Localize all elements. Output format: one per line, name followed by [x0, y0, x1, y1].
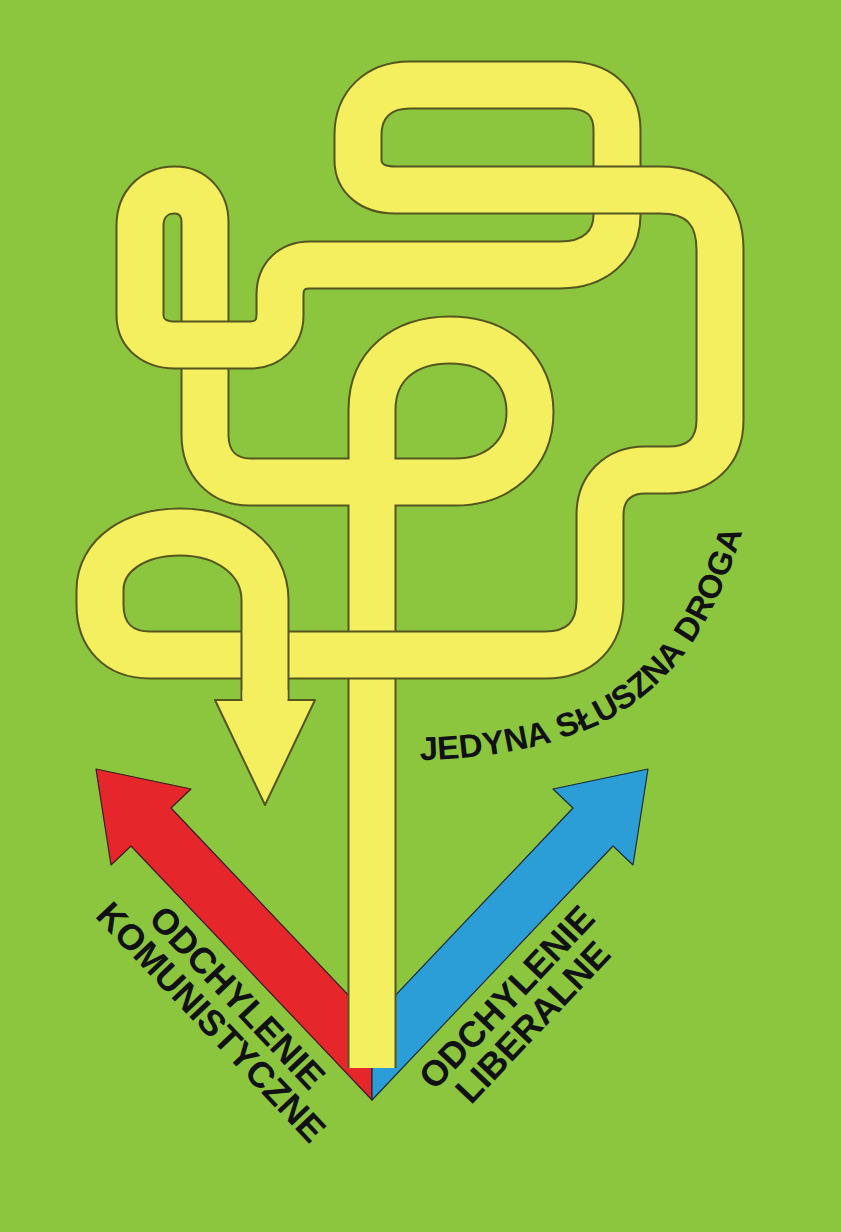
- band-outline: [100, 190, 720, 655]
- band-fill: [140, 85, 617, 345]
- road-caption: JEDYNA SŁUSZNA DROGA: [419, 524, 747, 765]
- band-outline: [140, 85, 617, 345]
- band-outline: [241, 600, 290, 700]
- band-fill: [243, 600, 288, 700]
- caption-guide: [420, 522, 745, 760]
- band-fill: [100, 190, 720, 655]
- caption-letter: J: [419, 731, 439, 765]
- band-fill: [243, 690, 288, 712]
- down-arrowhead: [215, 700, 315, 805]
- caption-letter: E: [436, 730, 460, 764]
- road-band: [100, 85, 720, 1068]
